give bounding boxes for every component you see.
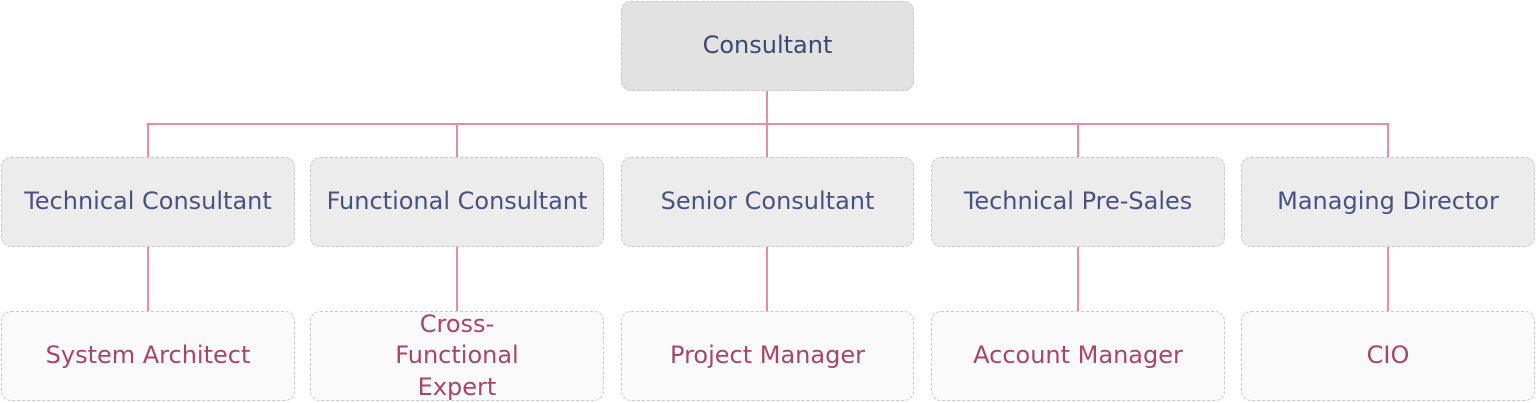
drop-connector-5	[1387, 124, 1389, 157]
child-connector-1	[147, 247, 149, 312]
root-stem-connector	[766, 90, 768, 124]
role-node-senior-consultant: Senior Consultant	[621, 157, 914, 247]
role-node-managing-director: Managing Director	[1241, 157, 1535, 247]
next-role-node-account-manager: Account Manager	[931, 311, 1225, 401]
root-node-consultant: Consultant	[621, 1, 914, 91]
drop-connector-3	[766, 124, 768, 157]
child-connector-4	[1077, 247, 1079, 312]
role-node-functional-consultant: Functional Consultant	[310, 157, 604, 247]
role-node-technical-pre-sales: Technical Pre-Sales	[931, 157, 1225, 247]
drop-connector-4	[1077, 124, 1079, 157]
child-connector-2	[456, 247, 458, 312]
drop-connector-1	[147, 124, 149, 157]
horizontal-bus-connector	[147, 123, 1389, 125]
next-role-node-system-architect: System Architect	[1, 311, 295, 401]
child-connector-3	[766, 247, 768, 312]
next-role-node-project-manager: Project Manager	[621, 311, 914, 401]
child-connector-5	[1387, 247, 1389, 312]
role-node-technical-consultant: Technical Consultant	[1, 157, 295, 247]
next-role-node-cross-functional-expert: Cross-Functional Expert	[310, 310, 604, 401]
next-role-node-cio: CIO	[1241, 311, 1535, 401]
drop-connector-2	[456, 124, 458, 157]
